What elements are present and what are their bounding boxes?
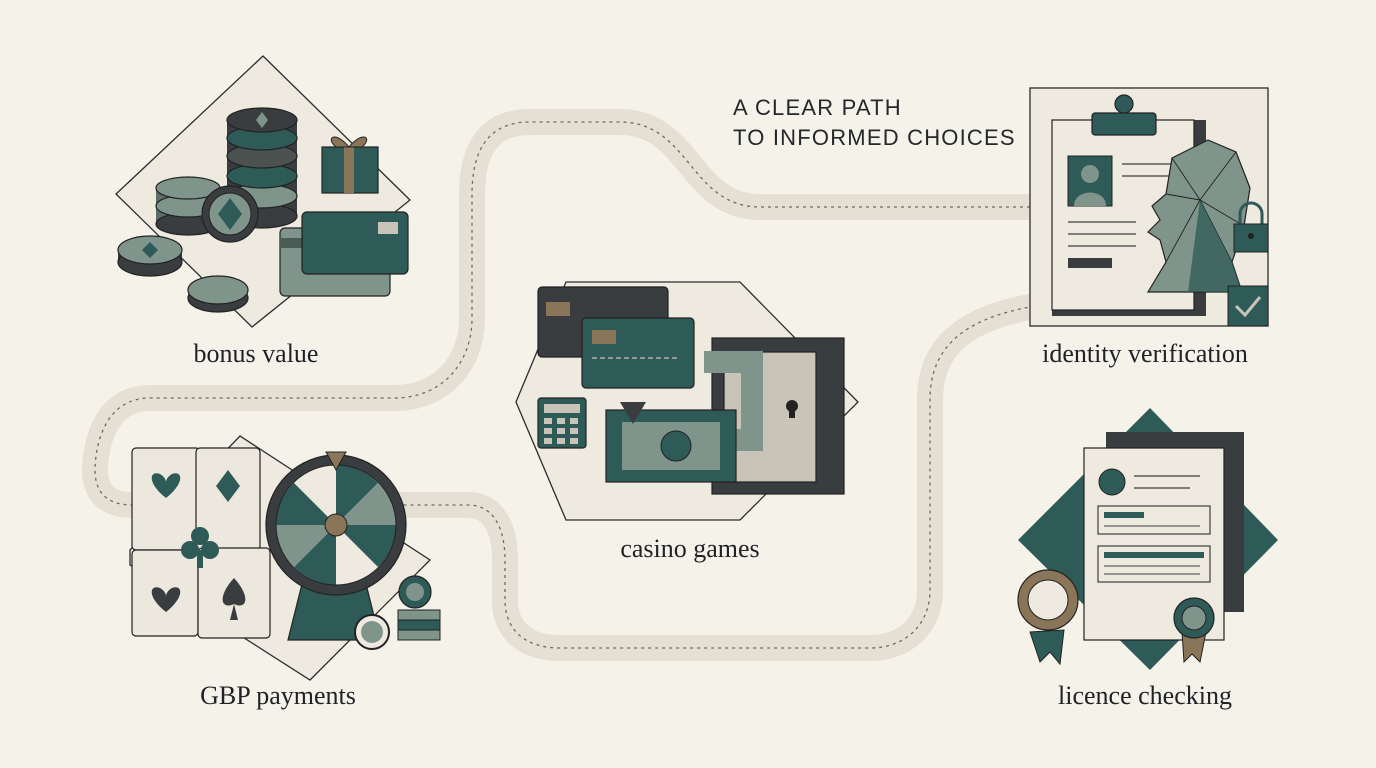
cards-wheel-chips-icon (129, 435, 441, 681)
diagram-title: A CLEAR PATH TO INFORMED CHOICES (733, 93, 1016, 153)
label-licence-checking: licence checking (1058, 681, 1232, 710)
coins-gift-card-icon (115, 55, 411, 328)
label-gbp-payments: GBP payments (200, 681, 356, 710)
licence-certificate-icon (1017, 408, 1278, 670)
winding-path (82, 109, 1043, 661)
label-casino-games: casino games (620, 534, 760, 563)
label-identity-verification: identity verification (1042, 339, 1248, 368)
title-line-1: A CLEAR PATH (733, 95, 902, 120)
cards-cash-safe-icon (515, 281, 859, 521)
label-bonus-value: bonus value (193, 339, 319, 368)
title-line-2: TO INFORMED CHOICES (733, 125, 1016, 150)
id-clipboard-lock-icon (1029, 87, 1269, 327)
